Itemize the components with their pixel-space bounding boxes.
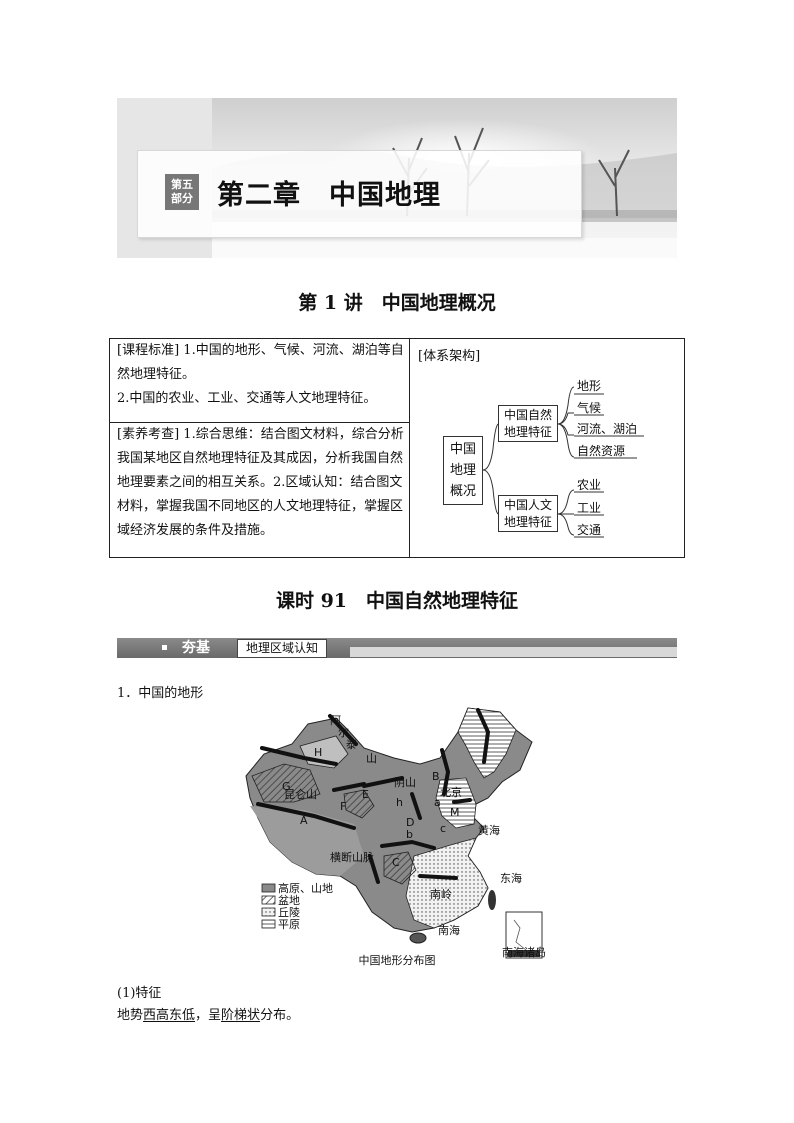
label-m-upper: M <box>450 806 460 819</box>
mindmap-leaf-climate: 气候 <box>577 401 602 415</box>
label-g-upper: G <box>282 780 291 793</box>
mindmap-natural-node: 中国自然 地理特征 <box>498 405 558 442</box>
standards-table: [课程标准] 1.中国的地形、气候、河流、湖泊等自然地理特征。 2.中国的农业、… <box>109 338 685 558</box>
label-c-upper: C <box>392 856 400 869</box>
feature-text-post: 分布。 <box>260 1008 300 1023</box>
label-a-lower: a <box>434 796 441 809</box>
feature-answer-1: 西高东低 <box>143 1008 196 1023</box>
feature-text-mid: ，呈 <box>195 1008 222 1023</box>
label-b-lower: b <box>406 828 413 841</box>
course-standard-text-1: 1.中国的地形、气候、河流、湖泊等自然地理特征。 <box>117 343 404 382</box>
label-hengduan: 横断山脉 <box>330 850 374 864</box>
standards-divider <box>110 422 409 423</box>
label-altai-1: 阿 <box>330 714 341 727</box>
feature-answer-2: 阶梯状 <box>221 1008 261 1023</box>
label-altai-3: 泰 <box>346 737 357 751</box>
mindmap-leaf-transport: 交通 <box>577 523 602 537</box>
section-subtitle: 地理区域认知 <box>237 639 328 658</box>
chapter-title: 第二章 中国地理 <box>217 180 441 211</box>
label-huanghai: 黄海 <box>478 823 500 837</box>
feature-text-pre: 地势 <box>117 1008 144 1023</box>
label-yinshan: 阴山 <box>394 776 416 789</box>
legend-basin: 盆地 <box>278 893 300 907</box>
inset-label: 南海诸岛 <box>502 945 546 959</box>
label-donghai: 东海 <box>500 871 522 885</box>
mindmap-human-node: 中国人文 地理特征 <box>498 495 558 532</box>
mindmap-leaf-terrain: 地形 <box>577 379 602 393</box>
label-a-upper: A <box>300 814 308 827</box>
mindmap-root-line2: 地理 <box>449 463 476 478</box>
china-terrain-map-graphic: 南海诸岛 高原、山地 盆地 丘陵 平原 阿 尔 泰 山 昆仑山 阴山 北京 横断… <box>245 707 546 959</box>
standards-left-column <box>110 339 410 557</box>
label-f-upper: F <box>340 800 346 813</box>
natural-node-line1: 中国自然 <box>503 408 552 422</box>
label-altai-4: 山 <box>366 752 377 765</box>
legend-hills: 丘陵 <box>278 906 300 919</box>
literacy-cell: [素养考查] 1.综合思维：结合图文材料，综合分析我国某地区自然地理特征及其成因… <box>117 423 405 543</box>
lecture-title: 第 1 讲 中国地理概况 <box>298 292 496 314</box>
mindmap-leaf-industry: 工业 <box>577 501 602 515</box>
section-name: 夯基 <box>182 640 210 656</box>
mindmap-leaf-rivers-lakes: 河流、湖泊 <box>577 422 638 436</box>
label-kunlun: 昆仑山 <box>284 787 317 801</box>
legend-plateau-mountain: 高原、山地 <box>278 881 333 895</box>
label-altai-2: 尔 <box>338 726 349 739</box>
feature-heading: (1)特征 <box>117 986 162 1001</box>
label-nanling: 南岭 <box>430 887 452 901</box>
label-h-upper: H <box>314 746 322 759</box>
mindmap-connectors <box>482 386 644 538</box>
mindmap-root-line1: 中国 <box>449 442 476 457</box>
map-legend: 高原、山地 盆地 丘陵 平原 <box>261 881 333 931</box>
label-nanhai: 南海 <box>438 923 460 937</box>
label-beijing: 北京 <box>440 785 462 799</box>
mindmap-root-line3: 概况 <box>449 484 476 499</box>
section-bar-stripe <box>350 647 677 657</box>
lesson-title: 课时 91 中国自然地理特征 <box>275 590 519 612</box>
course-standard-text-2: 2.中国的农业、工业、交通等人文地理特征。 <box>117 391 377 406</box>
course-standard-cell: [课程标准] 1.中国的地形、气候、河流、湖泊等自然地理特征。 2.中国的农业、… <box>117 339 405 411</box>
label-e-upper: E <box>362 788 369 801</box>
item-heading: 1．中国的地形 <box>117 686 204 701</box>
literacy-text: 1.综合思维：结合图文材料，综合分析我国某地区自然地理特征及其成因，分析我国自然… <box>117 427 404 538</box>
feature-text: 地势西高东低，呈阶梯状分布。 <box>117 1004 299 1023</box>
part-badge-line1: 第五 <box>171 178 193 191</box>
mindmap-leaf-agriculture: 农业 <box>577 478 602 492</box>
framework-heading: [体系架构] <box>418 349 481 364</box>
part-badge-line2: 部分 <box>171 192 193 205</box>
human-node-line1: 中国人文 <box>503 498 552 512</box>
natural-node-line2: 地理特征 <box>503 425 552 439</box>
part-badge: 第五 部分 <box>165 174 199 210</box>
map-caption: 中国地形分布图 <box>358 954 436 967</box>
square-bullet-icon <box>162 645 167 650</box>
course-standard-label: [课程标准] <box>117 343 180 358</box>
chapter-title-plate <box>137 150 582 238</box>
label-b-upper: B <box>432 770 440 783</box>
label-d-upper: D <box>406 816 414 829</box>
mindmap-root: 中国 地理 概况 <box>443 436 483 505</box>
china-terrain-map: 南海诸岛 高原、山地 盆地 丘陵 平原 阿 尔 泰 山 昆仑山 阴山 北京 横断… <box>244 706 554 968</box>
label-c-lower: c <box>440 822 446 835</box>
label-h-lower: h <box>396 796 403 809</box>
human-node-line2: 地理特征 <box>503 515 552 529</box>
mindmap-leaf-resources: 自然资源 <box>577 444 626 458</box>
legend-plain: 平原 <box>278 918 300 931</box>
literacy-label: [素养考查] <box>117 427 180 442</box>
